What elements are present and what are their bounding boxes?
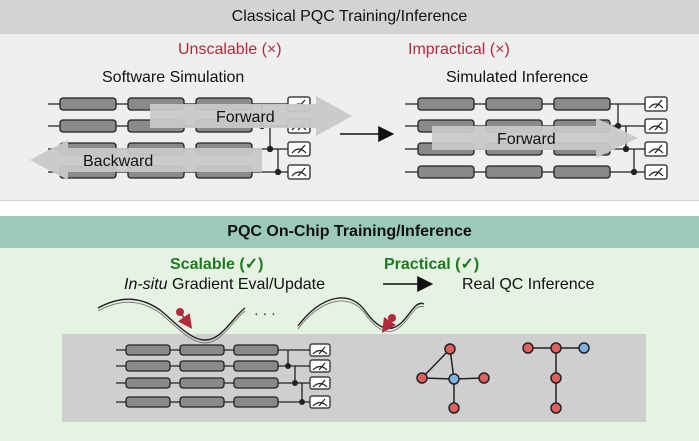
forward-label-right: Forward	[497, 131, 556, 148]
chip-measurement-icons	[309, 343, 331, 409]
backward-arrow-left	[30, 140, 262, 180]
forward-arrow-left	[150, 96, 352, 136]
in-situ-caption: In-situ Gradient Eval/Update	[124, 276, 325, 294]
software-simulation-label: Software Simulation	[102, 69, 245, 86]
in-situ-italic: In-situ	[124, 276, 168, 293]
classical-header-bar	[0, 0, 699, 34]
forward-arrow-right	[432, 118, 638, 158]
forward-label-left: Forward	[216, 109, 275, 126]
chip-circuit	[116, 344, 330, 408]
gradient-caption-rest: Gradient Eval/Update	[167, 276, 325, 293]
ellipsis: · · ·	[254, 305, 276, 321]
practical-label: Practical (✓)	[384, 256, 480, 273]
impractical-label: Impractical (×)	[408, 41, 510, 58]
loss-curve-right	[297, 297, 425, 332]
onchip-header-bar	[0, 216, 699, 248]
classical-title: Classical PQC Training/Inference	[231, 8, 468, 25]
onchip-title: PQC On-Chip Training/Inference	[227, 223, 472, 240]
real-qc-inference-label: Real QC Inference	[462, 276, 595, 293]
loss-curve-left	[97, 298, 246, 344]
qubit-topology-graph-2	[522, 342, 590, 414]
right-measurement-icons	[644, 96, 668, 180]
simulated-inference-label: Simulated Inference	[446, 69, 589, 86]
unscalable-label: Unscalable (×)	[178, 41, 282, 58]
backward-label-left: Backward	[83, 153, 153, 170]
qubit-topology-graph-1	[416, 343, 490, 414]
gradient-arrow-right	[382, 317, 396, 333]
gradient-arrow-left	[177, 311, 193, 329]
scalable-label: Scalable (✓)	[170, 256, 264, 273]
